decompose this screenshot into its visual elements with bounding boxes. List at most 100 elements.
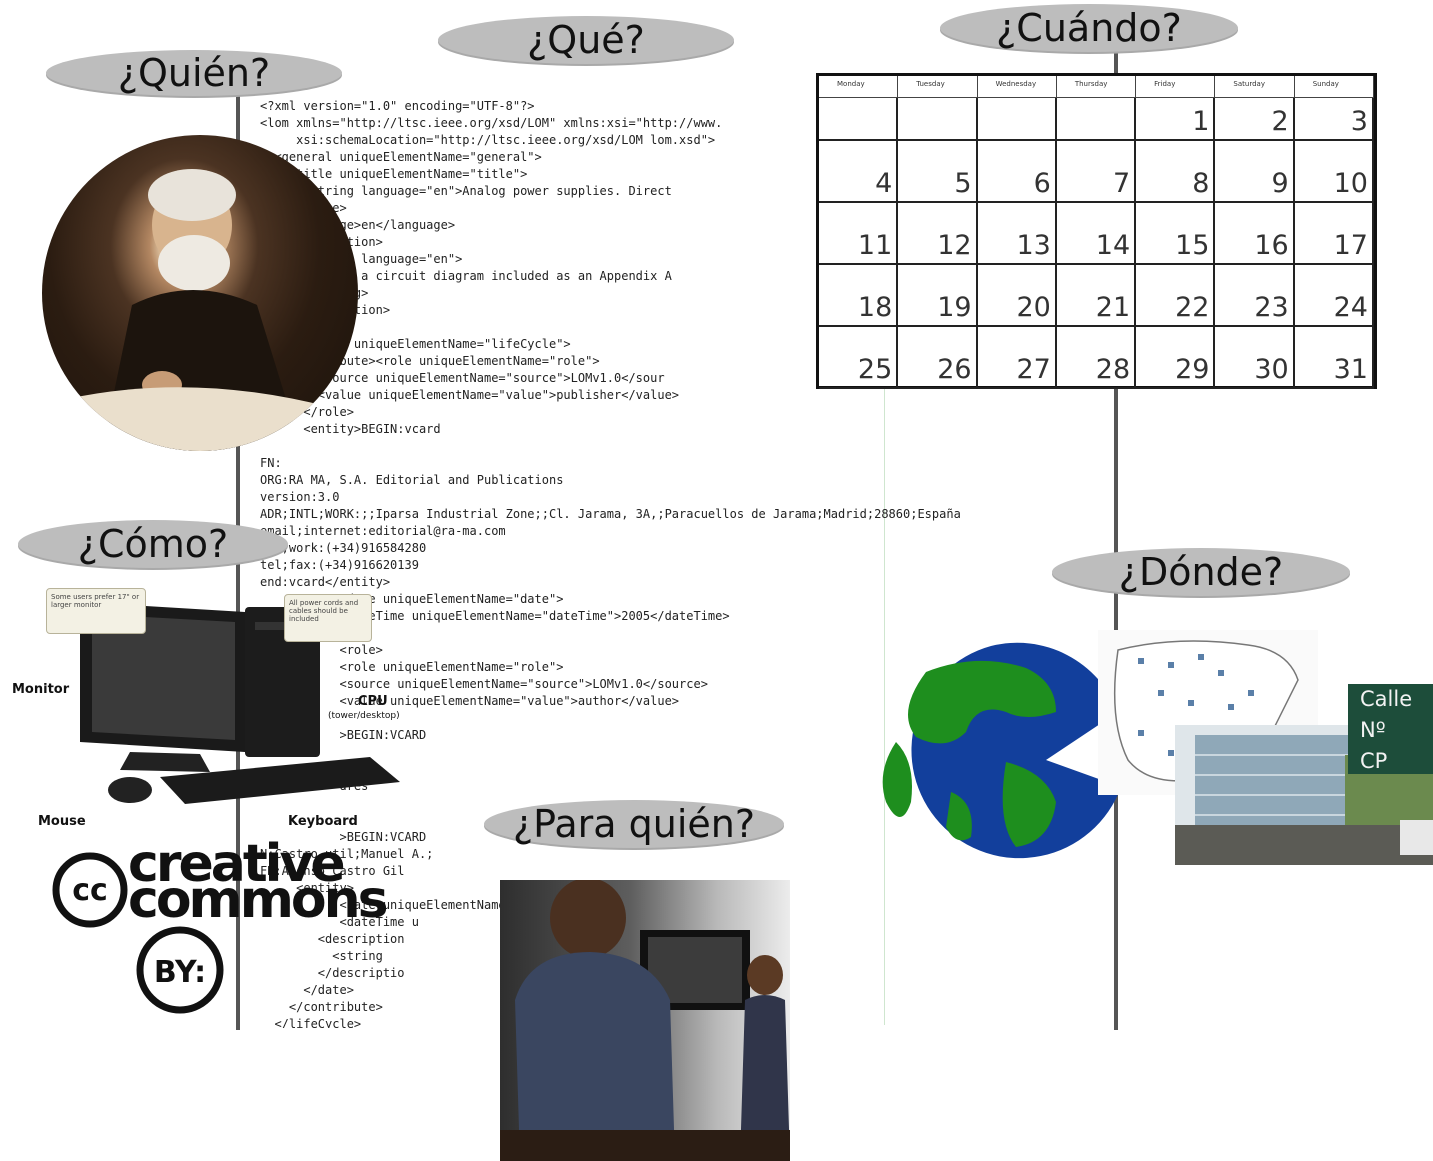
code-line: <value uniqueElementName="value">author<…: [260, 694, 680, 708]
calendar-day-header: Tuesday: [898, 76, 978, 98]
code-guide-line: [884, 385, 885, 1025]
code-line: tel;work:(+34)916584280: [260, 541, 427, 555]
calendar-date: 20: [977, 265, 1057, 327]
calendar-date: 6: [977, 141, 1057, 203]
keyboard-label: Keyboard: [288, 814, 358, 829]
code-line: </role>: [260, 405, 354, 419]
address-sign: Calle Nº CP: [1348, 684, 1433, 774]
question-para-quien: ¿Para quién?: [484, 800, 784, 848]
calendar-day-header: Sunday: [1294, 76, 1374, 98]
question-quien: ¿Quién?: [46, 50, 342, 96]
code-line: <lom xmlns="http://ltsc.ieee.org/xsd/LOM…: [260, 116, 723, 130]
code-line: <entity>: [260, 881, 354, 895]
code-line: </contribute>: [260, 1000, 383, 1014]
code-line: N:Castro util;Manuel A.;: [260, 847, 434, 861]
calendar-date: 26: [898, 327, 978, 389]
code-line: <general uniqueElementName="general">: [260, 150, 542, 164]
question-que: ¿Qué?: [438, 16, 734, 64]
calendar-date: 15: [1136, 203, 1216, 265]
question-donde: ¿Dónde?: [1052, 548, 1350, 596]
code-line: </date>: [260, 983, 354, 997]
calendar-date: 4: [819, 141, 899, 203]
creative-commons-logo: cc creative commons: [48, 838, 428, 928]
calendar-date: 24: [1294, 265, 1374, 327]
code-line: [260, 438, 1130, 455]
calendar-date: [977, 98, 1057, 141]
code-line: </lifeCycle>: [260, 1017, 362, 1028]
calendar-date: 9: [1215, 141, 1295, 203]
connector-line-cuando: [1114, 45, 1118, 1030]
code-line: end:vcard</entity>: [260, 575, 391, 589]
cables-callout: All power cords and cables should be inc…: [284, 594, 372, 642]
calendar-day-header: Friday: [1136, 76, 1216, 98]
question-como: ¿Cómo?: [18, 520, 288, 568]
calendar-day-header: Wednesday: [977, 76, 1057, 98]
calendar-date: 27: [977, 327, 1057, 389]
code-line: ORG:RA MA, S.A. Editorial and Publicatio…: [260, 473, 564, 487]
cc-by-text: BY:: [154, 955, 206, 990]
code-line: <entity>BEGIN:vcard: [260, 422, 441, 436]
calendar-date: [1056, 98, 1137, 141]
cc-word-creative: creative: [128, 834, 346, 894]
calendar-date: 17: [1294, 203, 1374, 265]
code-line: >BEGIN:VCARD: [260, 830, 427, 844]
address-postcode: CP: [1360, 749, 1388, 773]
calendar-date: 19: [898, 265, 978, 327]
mouse-label: Mouse: [38, 814, 86, 829]
calendar-date: 23: [1215, 265, 1295, 327]
calendar-date: 25: [819, 327, 899, 389]
calendar-day-header: Monday: [819, 76, 899, 98]
calendar-date: [898, 98, 978, 141]
xml-metadata-code: <?xml version="1.0" encoding="UTF-8"?> <l…: [260, 98, 1130, 1028]
cc-by-icon: BY:: [136, 926, 224, 1014]
code-line: <value uniqueElementName="value">publish…: [260, 388, 680, 402]
calendar-date: 22: [1136, 265, 1216, 327]
calendar-date: [819, 98, 899, 141]
code-line: <role>: [260, 643, 383, 657]
globe-icon: [882, 642, 1121, 859]
code-line: <source uniqueElementName="source">LOMv1…: [260, 677, 708, 691]
calendar-date: 30: [1215, 327, 1295, 389]
monitor-label: Monitor: [12, 682, 70, 697]
author-portrait: [42, 135, 358, 451]
monitor-callout: Some users prefer 17" or larger monitor: [46, 588, 146, 634]
calendar-date: 21: [1056, 265, 1137, 327]
calendar-date: 29: [1136, 327, 1216, 389]
calendar-date: 16: [1215, 203, 1295, 265]
code-line: version:3.0: [260, 490, 340, 504]
code-line: </descriptio: [260, 966, 405, 980]
calendar-date: 3: [1294, 98, 1374, 141]
calendar-date: 10: [1294, 141, 1374, 203]
code-line: <?xml version="1.0" encoding="UTF-8"?>: [260, 99, 535, 113]
calendar-date: 31: [1294, 327, 1374, 389]
person-at-computer-photo: [500, 880, 790, 1161]
calendar-date: 8: [1136, 141, 1216, 203]
code-line: FN:: [260, 456, 282, 470]
code-line: email;internet:editorial@ra-ma.com: [260, 524, 506, 538]
cpu-sub-label: (tower/desktop): [328, 711, 400, 721]
cc-word-commons: commons: [128, 870, 389, 930]
cpu-label: CPU: [358, 694, 388, 709]
calendar-date: 5: [898, 141, 978, 203]
calendar-date: 11: [819, 203, 899, 265]
code-line: <date uniqueElementName=: [260, 898, 513, 912]
calendar-date: 18: [819, 265, 899, 327]
computer-illustration: Some users prefer 17" or larger monitor …: [10, 582, 410, 832]
calendar-date: 1: [1136, 98, 1216, 141]
address-number: Nº: [1360, 718, 1386, 742]
calendar-date: 7: [1056, 141, 1137, 203]
code-line: ADR;INTL;WORK:;;Iparsa Industrial Zone;;…: [260, 507, 961, 521]
code-line: <description: [260, 932, 405, 946]
code-line: tel;fax:(+34)916620139: [260, 558, 419, 572]
calendar-date: 12: [898, 203, 978, 265]
calendar-date: 13: [977, 203, 1057, 265]
calendar-date: 28: [1056, 327, 1137, 389]
cc-symbol: cc: [72, 873, 108, 908]
calendar-date: 14: [1056, 203, 1137, 265]
code-line: <role uniqueElementName="role">: [260, 660, 564, 674]
calendar-day-header: Saturday: [1215, 76, 1295, 98]
code-line: FN:Alonso Castro Gil: [260, 864, 405, 878]
calendar-date: 2: [1215, 98, 1295, 141]
address-street: Calle: [1360, 687, 1413, 711]
